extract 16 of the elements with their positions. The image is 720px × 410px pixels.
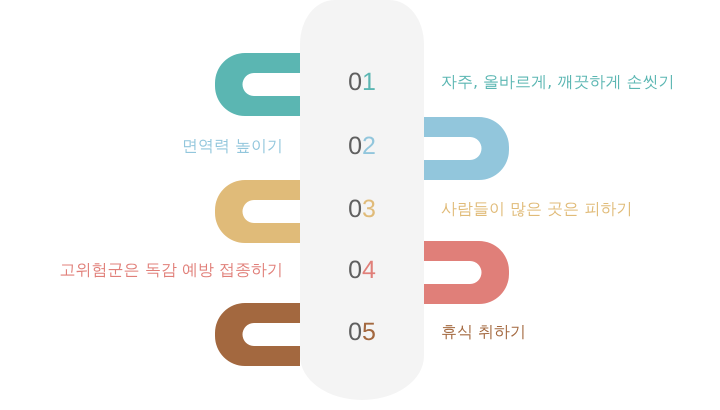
u-shaped-band bbox=[215, 180, 300, 242]
step-number: 03 bbox=[348, 195, 376, 223]
step-caption: 고위험군은 독감 예방 접종하기 bbox=[60, 260, 283, 280]
step-number: 02 bbox=[348, 132, 376, 160]
step-caption: 자주, 올바르게, 깨끗하게 손씻기 bbox=[441, 72, 674, 92]
u-shaped-band bbox=[215, 52, 300, 116]
u-shaped-band bbox=[215, 302, 300, 366]
step-caption: 휴식 취하기 bbox=[441, 322, 526, 342]
step-number: 01 bbox=[348, 68, 376, 96]
pill-panel bbox=[300, 0, 424, 400]
step-number: 04 bbox=[348, 256, 376, 284]
step-caption: 면역력 높이기 bbox=[182, 136, 283, 156]
u-shaped-band bbox=[424, 240, 509, 304]
step-number: 05 bbox=[348, 318, 376, 346]
step-caption: 사람들이 많은 곳은 피하기 bbox=[441, 199, 632, 219]
u-shaped-band bbox=[424, 116, 509, 180]
